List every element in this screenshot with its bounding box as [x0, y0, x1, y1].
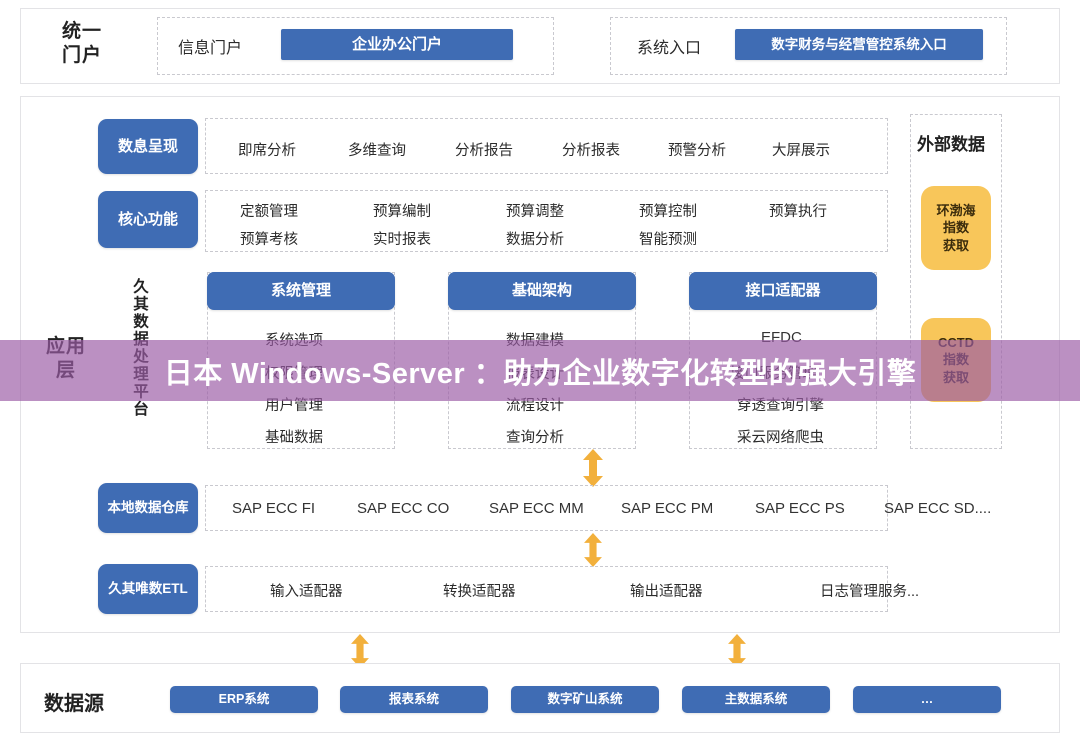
external-data-header: 外部数据 [917, 135, 985, 154]
portal-group-2-label: 系统入口 [637, 40, 702, 57]
arrow-etl-to-source-right [728, 634, 746, 668]
presentation-item-5: 大屏展示 [772, 143, 830, 159]
core-item-l2-2: 数据分析 [506, 232, 564, 248]
data-source-button-erp[interactable]: ERP系统 [170, 686, 318, 713]
presentation-item-1: 多维查询 [348, 143, 406, 159]
portal-side-label-line2: 门户 [61, 45, 102, 67]
column-header-architecture[interactable]: 基础架构 [448, 272, 636, 310]
column-header-system-mgmt[interactable]: 系统管理 [207, 272, 395, 310]
warehouse-item-4: SAP ECC PS [755, 500, 845, 517]
external-data-area [910, 114, 1002, 449]
architecture-item-3: 查询分析 [506, 430, 564, 446]
core-item-l1-3: 预算控制 [639, 204, 697, 220]
external-box-bohai-line1: 环渤海 [936, 202, 976, 218]
data-source-side-label: 数据源 [44, 693, 104, 715]
core-item-l1-1: 预算编制 [373, 204, 431, 220]
external-box-bohai[interactable]: 环渤海 指数 获取 [921, 186, 991, 270]
core-item-l1-2: 预算调整 [506, 204, 564, 220]
row-core-function-area [205, 190, 888, 252]
data-source-button-more[interactable]: … [853, 686, 1001, 713]
etl-item-3: 日志管理服务... [820, 584, 920, 600]
presentation-item-2: 分析报告 [455, 143, 513, 159]
portal-group-2 [610, 17, 1007, 75]
etl-item-1: 转换适配器 [443, 584, 516, 600]
external-box-bohai-line2: 指数 [942, 220, 969, 236]
external-box-bohai-line3: 获取 [942, 237, 969, 253]
architecture-item-2: 流程设计 [506, 398, 564, 414]
presentation-item-3: 分析报表 [562, 143, 620, 159]
column-header-adapter[interactable]: 接口适配器 [689, 272, 877, 310]
adapter-item-3: 采云网络爬虫 [737, 430, 824, 446]
portal-button-office[interactable]: 企业办公门户 [281, 29, 513, 60]
data-source-button-digital-mine[interactable]: 数字矿山系统 [511, 686, 659, 713]
etl-area [205, 566, 888, 612]
portal-group-1 [157, 17, 554, 75]
data-source-button-master-data[interactable]: 主数据系统 [682, 686, 830, 713]
portal-side-label: 统一 门户 [42, 20, 122, 69]
system-mgmt-item-2: 用户管理 [265, 398, 323, 414]
overlay-banner-text: 日本 Windows-Server ：助力企业数字化转型的强大引擎 [163, 357, 917, 390]
portal-side-label-line1: 统一 [61, 21, 102, 42]
arrow-etl-to-source-left [351, 634, 369, 668]
adapter-item-2: 穿透查询引擎 [737, 398, 824, 414]
portal-button-system-entry[interactable]: 数字财务与经营管控系统入口 [735, 29, 983, 60]
etl-item-2: 输出适配器 [630, 584, 703, 600]
core-item-l2-1: 实时报表 [373, 232, 431, 248]
tag-etl[interactable]: 久其唯数ETL [98, 564, 198, 614]
row-presentation-area [205, 118, 888, 174]
tag-presentation[interactable]: 数息呈现 [98, 119, 198, 174]
core-item-l2-3: 智能预测 [639, 232, 697, 248]
warehouse-item-5: SAP ECC SD.... [884, 500, 992, 517]
core-item-l1-0: 定额管理 [240, 204, 298, 220]
warehouse-item-0: SAP ECC FI [232, 500, 316, 517]
warehouse-item-3: SAP ECC PM [621, 500, 714, 517]
warehouse-area [205, 485, 888, 531]
tag-local-warehouse[interactable]: 本地数据仓库 [98, 483, 198, 533]
portal-group-1-label: 信息门户 [178, 40, 243, 57]
overlay-banner: 日本 Windows-Server ：助力企业数字化转型的强大引擎 [0, 340, 1080, 401]
core-item-l2-0: 预算考核 [240, 232, 298, 248]
data-source-button-report[interactable]: 报表系统 [340, 686, 488, 713]
core-item-l1-4: 预算执行 [769, 204, 827, 220]
warehouse-item-1: SAP ECC CO [357, 500, 450, 517]
system-mgmt-item-3: 基础数据 [265, 430, 323, 446]
arrow-warehouse-to-etl [584, 533, 602, 567]
etl-item-0: 输入适配器 [270, 584, 343, 600]
tag-core-function[interactable]: 核心功能 [98, 191, 198, 248]
presentation-item-0: 即席分析 [238, 143, 296, 159]
arrow-columns-to-warehouse [583, 449, 603, 487]
warehouse-item-2: SAP ECC MM [489, 500, 584, 517]
presentation-item-4: 预警分析 [668, 143, 726, 159]
